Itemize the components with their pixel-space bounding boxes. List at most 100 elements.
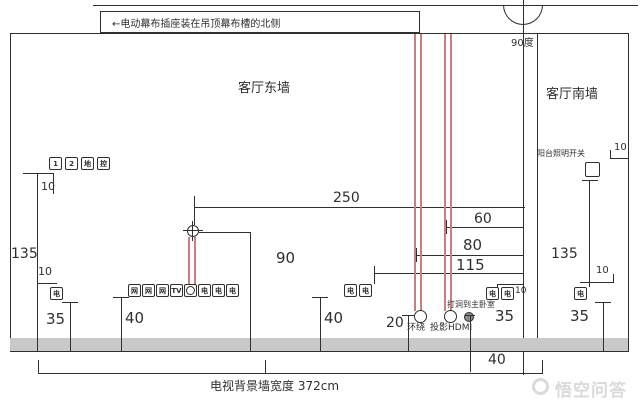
socket-terminal-control-label: 控 bbox=[100, 159, 107, 168]
dim-135-left-line bbox=[37, 173, 38, 352]
dim-60-tick bbox=[446, 220, 447, 234]
socket-terminal-1-label: 1 bbox=[53, 159, 58, 168]
dim-20-tick bbox=[402, 315, 414, 316]
socket-net-1-label: 网 bbox=[131, 286, 138, 295]
dim-90-top-tick bbox=[199, 232, 251, 233]
drill-hole-label: 打洞到主卧室 bbox=[447, 300, 495, 309]
socket-net-2: 网 bbox=[142, 284, 155, 297]
dim-250-line bbox=[195, 207, 525, 208]
dim-10-topleft-tick bbox=[53, 173, 54, 194]
dim-115-line bbox=[375, 273, 523, 274]
socket-terminal-control: 控 bbox=[97, 157, 110, 170]
dim-135-left-label: 135 bbox=[11, 246, 38, 262]
dim-10-south-tick bbox=[613, 274, 614, 283]
outlet-power-left-label: 电 bbox=[53, 289, 60, 298]
dim-40-mid-tick bbox=[312, 297, 328, 298]
dim-10-righttop-line bbox=[610, 158, 628, 159]
socket-net-1: 网 bbox=[128, 284, 141, 297]
dim-80-tick bbox=[416, 248, 417, 262]
dim-115-label: 115 bbox=[456, 256, 485, 274]
dim-250-tick bbox=[194, 196, 195, 225]
cable-run-tv bbox=[188, 237, 196, 284]
dim-40-bottom-top-tick bbox=[465, 315, 475, 316]
dim-10-righttop-label: 10 bbox=[614, 142, 627, 153]
top-line bbox=[93, 5, 638, 6]
outlet-power-mid-2: 电 bbox=[359, 284, 372, 297]
outlet-power-right-2-label: 电 bbox=[504, 289, 511, 298]
dim-35-south-line bbox=[603, 302, 604, 352]
outlet-power-mid-1-label: 电 bbox=[347, 286, 354, 295]
south-wall-left-edge bbox=[537, 33, 538, 352]
dim-35-left-label: 35 bbox=[46, 310, 66, 328]
dim-40-bottom-left-tick bbox=[470, 315, 471, 372]
dim-40-mid-label: 40 bbox=[324, 309, 344, 327]
projector-outlet-circle bbox=[444, 310, 457, 323]
outlet-power-right-1: 电 bbox=[486, 287, 499, 300]
dim-10-left-label: 10 bbox=[38, 265, 52, 278]
dim-10-rightmid-label: 10 bbox=[515, 286, 527, 296]
dim-10-topleft-label: 10 bbox=[41, 180, 55, 193]
socket-power-3: 电 bbox=[226, 284, 239, 297]
dim-35-right-label: 35 bbox=[495, 307, 515, 325]
crosshair-vline bbox=[192, 221, 193, 241]
outlet-power-south-label: 电 bbox=[577, 289, 584, 298]
socket-power-2-label: 电 bbox=[215, 286, 222, 295]
socket-power-2: 电 bbox=[212, 284, 225, 297]
socket-tv: TV bbox=[170, 284, 183, 297]
outlet-power-mid-2-label: 电 bbox=[362, 286, 369, 295]
dim-90-label: 90 bbox=[276, 249, 296, 267]
dim-40-left-line bbox=[121, 297, 122, 352]
dim-35-south-label: 35 bbox=[570, 307, 590, 325]
outlet-power-mid-1: 电 bbox=[344, 284, 357, 297]
dim-20-line bbox=[408, 315, 409, 352]
dim-115-tick bbox=[374, 266, 375, 284]
watermark-text: 悟空问答 bbox=[555, 381, 627, 401]
balcony-switch-box bbox=[585, 162, 600, 177]
socket-terminal-ground: 地 bbox=[81, 157, 94, 170]
watermark-logo-icon bbox=[532, 378, 549, 395]
socket-terminal-ground-label: 地 bbox=[84, 159, 91, 168]
projector-hdmi-label: 投影HDMI bbox=[430, 323, 473, 333]
dim-10-rightmid-tick bbox=[497, 284, 498, 289]
cable-run-surround bbox=[414, 34, 422, 311]
socket-tv-label: TV bbox=[171, 286, 182, 295]
angle-label: 90度 bbox=[511, 38, 534, 49]
dim-10-righttop-tick bbox=[610, 150, 611, 159]
dim-250-label: 250 bbox=[333, 190, 360, 206]
outlet-power-right-1-label: 电 bbox=[489, 289, 496, 298]
socket-hole-box bbox=[184, 284, 197, 297]
dim-135-right-line bbox=[589, 180, 590, 287]
socket-net-3: 网 bbox=[156, 284, 169, 297]
dim-372-line bbox=[38, 373, 543, 374]
socket-power-3-label: 电 bbox=[229, 286, 236, 295]
dim-40-left-tick bbox=[113, 297, 129, 298]
balcony-switch-label: 阳台照明开关 bbox=[537, 149, 585, 158]
socket-terminal-2-label: 2 bbox=[69, 159, 74, 168]
socket-power-1-label: 电 bbox=[201, 286, 208, 295]
dim-10-rightmid-line bbox=[497, 284, 523, 285]
south-wall-title: 客厅南墙 bbox=[546, 87, 599, 102]
angle-arc-icon bbox=[503, 5, 543, 25]
floor-band bbox=[10, 338, 628, 351]
cable-run-projector bbox=[444, 34, 452, 311]
dim-10-south-line bbox=[580, 282, 614, 283]
dim-40-left-label: 40 bbox=[125, 309, 145, 327]
dim-40-mid-line bbox=[320, 297, 321, 352]
dim-135-left-tick bbox=[23, 173, 53, 174]
dim-60-line bbox=[447, 227, 523, 228]
socket-terminal-1: 1 bbox=[49, 157, 62, 170]
drill-hole-circle bbox=[464, 312, 474, 322]
dim-90-line bbox=[250, 232, 251, 352]
dim-80-line bbox=[417, 255, 523, 256]
surround-label: 环绕 bbox=[407, 323, 426, 333]
dim-35-left-tick bbox=[62, 302, 78, 303]
socket-net-3-label: 网 bbox=[159, 286, 166, 295]
floor-line bbox=[10, 351, 628, 352]
socket-power-1: 电 bbox=[198, 284, 211, 297]
dim-372-left-tick bbox=[38, 360, 39, 373]
socket-terminal-2: 2 bbox=[65, 157, 78, 170]
dim-135-right-tick bbox=[582, 180, 598, 181]
outlet-power-south: 电 bbox=[574, 287, 587, 300]
crosshair-hline bbox=[183, 230, 203, 231]
south-wall-right-edge bbox=[628, 33, 629, 352]
